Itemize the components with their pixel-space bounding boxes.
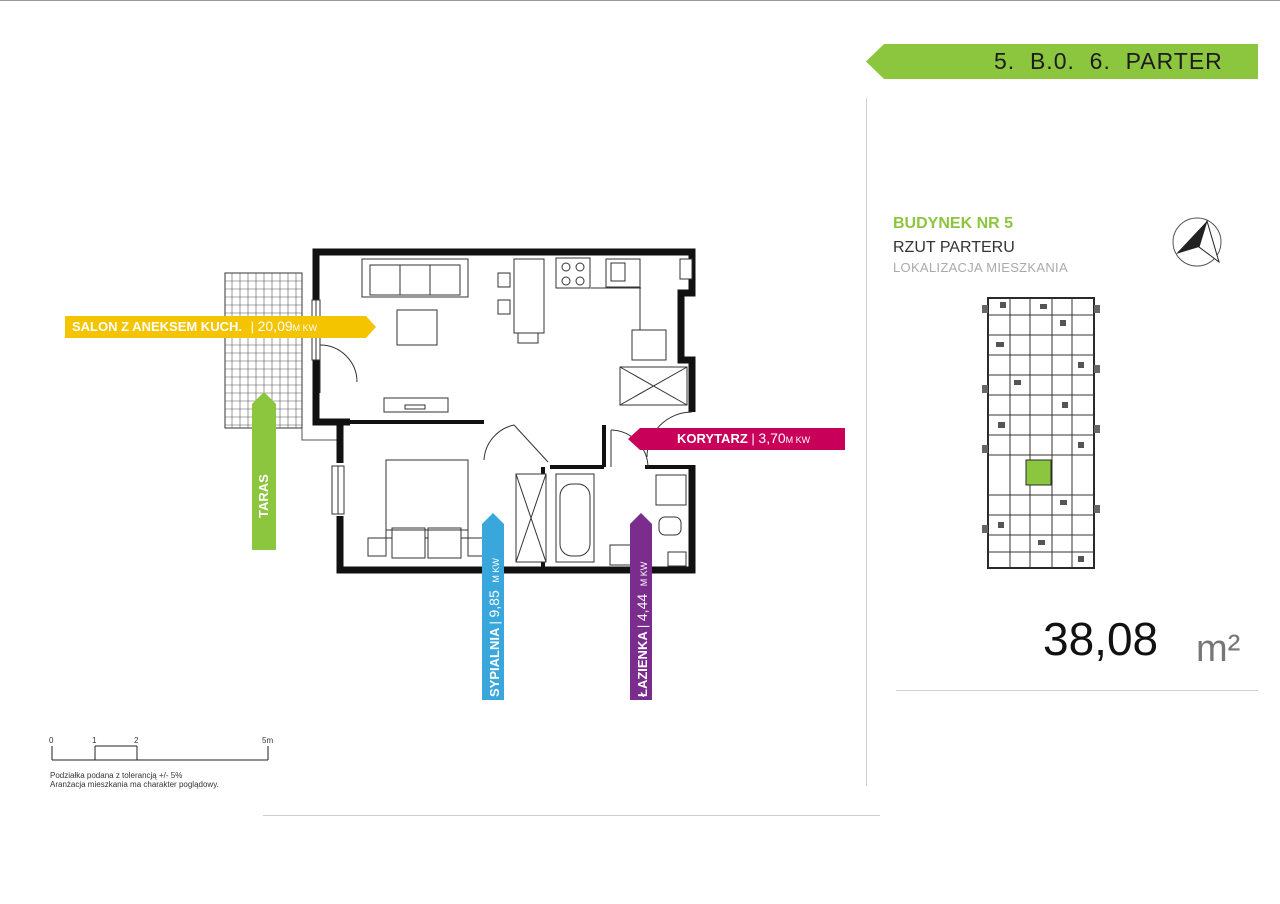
north-compass-icon <box>1172 217 1222 267</box>
salon-unit: M KW <box>292 323 318 333</box>
apartment-walls <box>312 248 696 574</box>
interior-walls <box>316 420 692 570</box>
apartment-highlight <box>1025 459 1052 486</box>
korytarz-area: 3,70 <box>758 430 786 446</box>
unit-code: 5. B.0. 6. PARTER <box>994 48 1223 74</box>
lazienka-label: ŁAZIENKA | 4,44 M KW <box>634 561 650 697</box>
korytarz-label: KORYTARZ | 3,70M KW <box>677 430 811 446</box>
floor-plan-title: RZUT PARTERU <box>893 239 1015 256</box>
building-location-plan <box>982 297 1100 569</box>
terrace-grid <box>224 272 340 441</box>
vertical-divider <box>866 98 867 786</box>
sypialnia-name: SYPIALNIA <box>487 628 502 697</box>
korytarz-unit: M KW <box>785 435 811 445</box>
building-title: BUDYNEK NR 5 <box>893 215 1014 232</box>
scale-bar <box>51 745 269 761</box>
total-area-value: 38,08 <box>1043 613 1159 665</box>
lazienka-name: ŁAZIENKA <box>635 631 650 697</box>
area-divider <box>896 690 1258 691</box>
salon-area: 20,09 <box>257 318 293 334</box>
note-arrangement: Aranżacja mieszkania ma charakter pogląd… <box>50 780 219 789</box>
notes: Podziałka podana z tolerancją +/- 5% Ara… <box>50 771 219 789</box>
lazienka-area: 4,44 <box>634 593 650 622</box>
furniture <box>361 257 693 567</box>
salon-name: SALON Z ANEKSEM KUCH. <box>72 319 242 334</box>
doors <box>319 344 693 468</box>
lazienka-unit: M KW <box>639 561 649 587</box>
note-tolerance: Podziałka podana z tolerancją +/- 5% <box>50 771 183 780</box>
top-border <box>0 0 1280 1</box>
salon-label: SALON Z ANEKSEM KUCH. | 20,09M KW <box>72 318 318 334</box>
unit-code-flag <box>866 44 1258 79</box>
scale-label-0: 0 <box>49 736 54 745</box>
scale-label-1: 1 <box>92 736 97 745</box>
taras-label-tag <box>252 392 276 550</box>
scale-label-5m: 5m <box>262 736 274 745</box>
total-area-unit: m² <box>1196 628 1241 670</box>
taras-label: TARAS <box>256 474 271 518</box>
bottom-divider <box>263 815 880 816</box>
korytarz-name: KORYTARZ <box>677 431 748 446</box>
sypialnia-area: 9,85 <box>486 590 502 618</box>
sypialnia-label: SYPIALNIA | 9,85 M KW <box>486 558 502 697</box>
sypialnia-unit: M KW <box>491 558 501 583</box>
scale-label-2: 2 <box>134 736 139 745</box>
location-label: LOKALIZACJA MIESZKANIA <box>893 260 1068 275</box>
taras-name: TARAS <box>256 474 271 518</box>
